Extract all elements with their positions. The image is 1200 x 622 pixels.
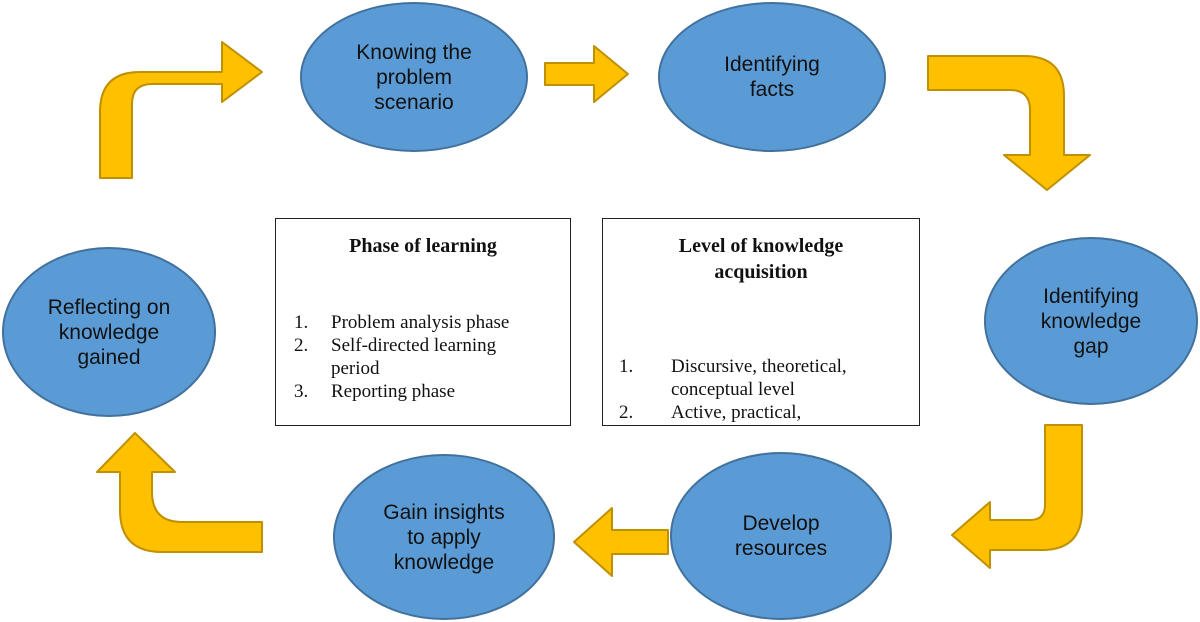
phase-of-learning-box: Phase of learning 1. Problem analysis ph…: [275, 218, 571, 426]
bent-arrow-down-left: [951, 424, 1083, 569]
node-knowing-problem-scenario: Knowing the problem scenario: [300, 2, 528, 152]
node-label: Reflecting on knowledge gained: [47, 295, 171, 369]
node-develop-resources: Develop resources: [670, 452, 892, 620]
phase-item-text: Problem analysis phase: [331, 312, 510, 333]
phase-item: 1. Problem analysis phase: [294, 311, 570, 334]
node-label: Knowing the problem scenario: [356, 40, 472, 114]
knowledge-item-text: Active, practical,: [671, 402, 802, 423]
knowledge-list: 1. Discursive, theoretical, conceptual l…: [619, 355, 919, 424]
knowledge-item-text: Discursive, theoretical, conceptual leve…: [671, 356, 847, 400]
node-identifying-knowledge-gap: Identifying knowledge gap: [984, 237, 1198, 405]
phase-item: 3. Reporting phase: [294, 380, 570, 403]
phase-box-title: Phase of learning: [349, 235, 497, 257]
arrow-left-1: [573, 507, 669, 577]
phase-list: 1. Problem analysis phase 2. Self-direct…: [294, 311, 570, 403]
knowledge-acquisition-box: Level of knowledge acquisition 1. Discur…: [602, 218, 920, 426]
node-label: Identifying knowledge gap: [1040, 284, 1142, 358]
phase-item-text: Self-directed learning period: [331, 335, 497, 379]
node-gain-insights: Gain insights to apply knowledge: [333, 454, 555, 620]
knowledge-box-title: Level of knowledge acquisition: [678, 235, 844, 283]
phase-item-number: 3.: [294, 381, 309, 402]
bent-arrow-left-up: [96, 432, 263, 553]
node-reflecting-on-knowledge: Reflecting on knowledge gained: [2, 247, 216, 417]
node-label: Identifying facts: [724, 53, 820, 101]
phase-item-number: 2.: [294, 335, 309, 356]
knowledge-item-number: 2.: [619, 402, 634, 423]
arrow-right-1: [544, 45, 629, 103]
phase-item: 2. Self-directed learning period: [294, 334, 570, 380]
knowledge-item: 1. Discursive, theoretical, conceptual l…: [619, 355, 919, 401]
node-identifying-facts: Identifying facts: [658, 2, 886, 152]
knowledge-item-number: 1.: [619, 356, 634, 377]
phase-item-number: 1.: [294, 312, 309, 333]
node-label: Gain insights to apply knowledge: [383, 500, 505, 574]
knowledge-item: 2. Active, practical,: [619, 401, 919, 424]
bent-arrow-right-down: [927, 55, 1091, 191]
bent-arrow-up-right: [99, 41, 263, 179]
node-label: Develop resources: [734, 512, 828, 560]
phase-item-text: Reporting phase: [331, 381, 456, 402]
